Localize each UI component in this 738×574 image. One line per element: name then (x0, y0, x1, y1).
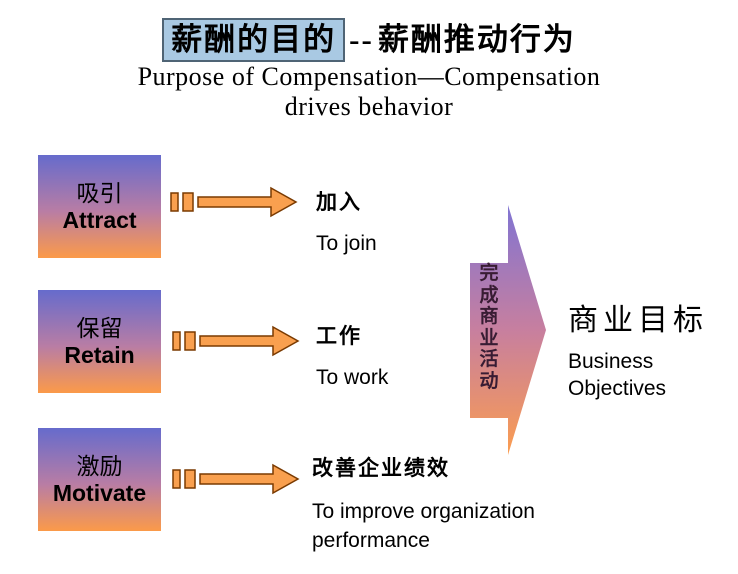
business-objectives-en-line2: Objectives (568, 377, 667, 400)
box-retain-label-cn: 保留 (76, 315, 123, 341)
flow-arrow-char: 完 (479, 263, 499, 284)
row-retain-labels: 工作 To work (316, 323, 388, 392)
title-separator: -- (349, 22, 374, 57)
box-retain-label-en: Retain (64, 341, 135, 368)
label-to-join-cn: 加入 (316, 190, 362, 214)
label-to-work-en: To work (316, 366, 389, 389)
flow-right-arrow-icon (470, 205, 546, 455)
box-attract-label-cn: 吸引 (76, 180, 123, 206)
label-to-work-cn: 工作 (316, 324, 362, 348)
row-attract-labels: 加入 To join (316, 189, 377, 258)
flow-arrow-char: 活 (479, 349, 499, 370)
title-rest: 薪酬推动行为 (377, 22, 576, 57)
slide-subtitle: Purpose of Compensation—Compensation dri… (0, 62, 738, 122)
striped-right-arrow-icon (172, 463, 300, 495)
flow-arrow-vertical-text: 完 成 商 业 活 动 (469, 263, 509, 392)
slide-title: 薪酬的目的--薪酬推动行为 (0, 14, 738, 62)
subtitle-line-2: drives behavior (284, 92, 454, 121)
row-motivate-labels: 改善企业绩效 To improve organization performan… (312, 455, 602, 555)
striped-right-arrow-icon (170, 186, 298, 218)
box-retain: 保留 Retain (38, 290, 161, 393)
business-objectives-en-line1: Business (568, 350, 654, 373)
label-to-join-en: To join (316, 232, 377, 255)
box-motivate-label-en: Motivate (52, 479, 147, 506)
subtitle-line-1: Purpose of Compensation—Compensation (137, 62, 601, 91)
label-improve-performance-cn: 改善企业绩效 (312, 456, 450, 480)
flow-arrow-char: 成 (479, 284, 499, 306)
box-motivate-label-cn: 激励 (76, 453, 123, 479)
flow-arrow-char: 商 (479, 306, 499, 327)
flow-arrow-char: 动 (479, 370, 499, 392)
flow-arrow-char: 业 (479, 327, 499, 349)
striped-right-arrow-icon (172, 325, 300, 357)
box-attract-label-en: Attract (62, 206, 137, 233)
box-attract: 吸引 Attract (38, 155, 161, 258)
label-improve-performance-en: To improve organization performance (312, 500, 535, 552)
business-objectives-cn: 商业目标 (568, 304, 708, 337)
business-objectives-group: 商业目标 Business Objectives (568, 302, 708, 402)
title-highlight-box: 薪酬的目的 (162, 18, 346, 62)
box-motivate: 激励 Motivate (38, 428, 161, 531)
business-objectives-en: Business Objectives (568, 348, 708, 402)
